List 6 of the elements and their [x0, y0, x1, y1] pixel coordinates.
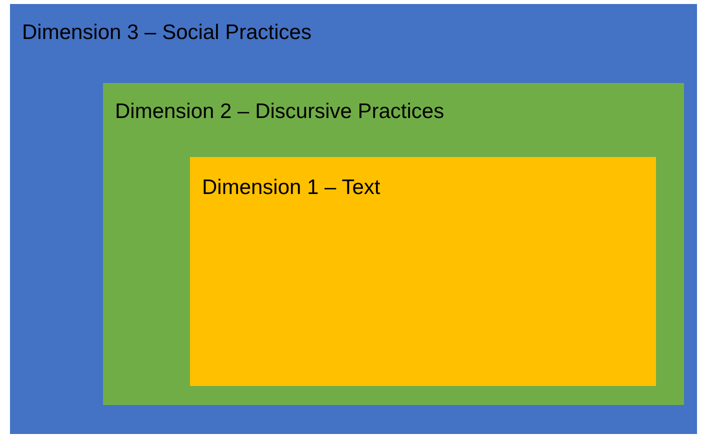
box-heading: Dimension 2 – Discursive Practices — [115, 99, 444, 125]
box-heading: Dimension 1 – Text — [202, 175, 380, 201]
dimension-box — [10, 4, 697, 434]
dimension-box — [103, 83, 684, 405]
box-heading: Dimension 3 – Social Practices — [22, 20, 312, 46]
dimension-box — [190, 157, 656, 386]
